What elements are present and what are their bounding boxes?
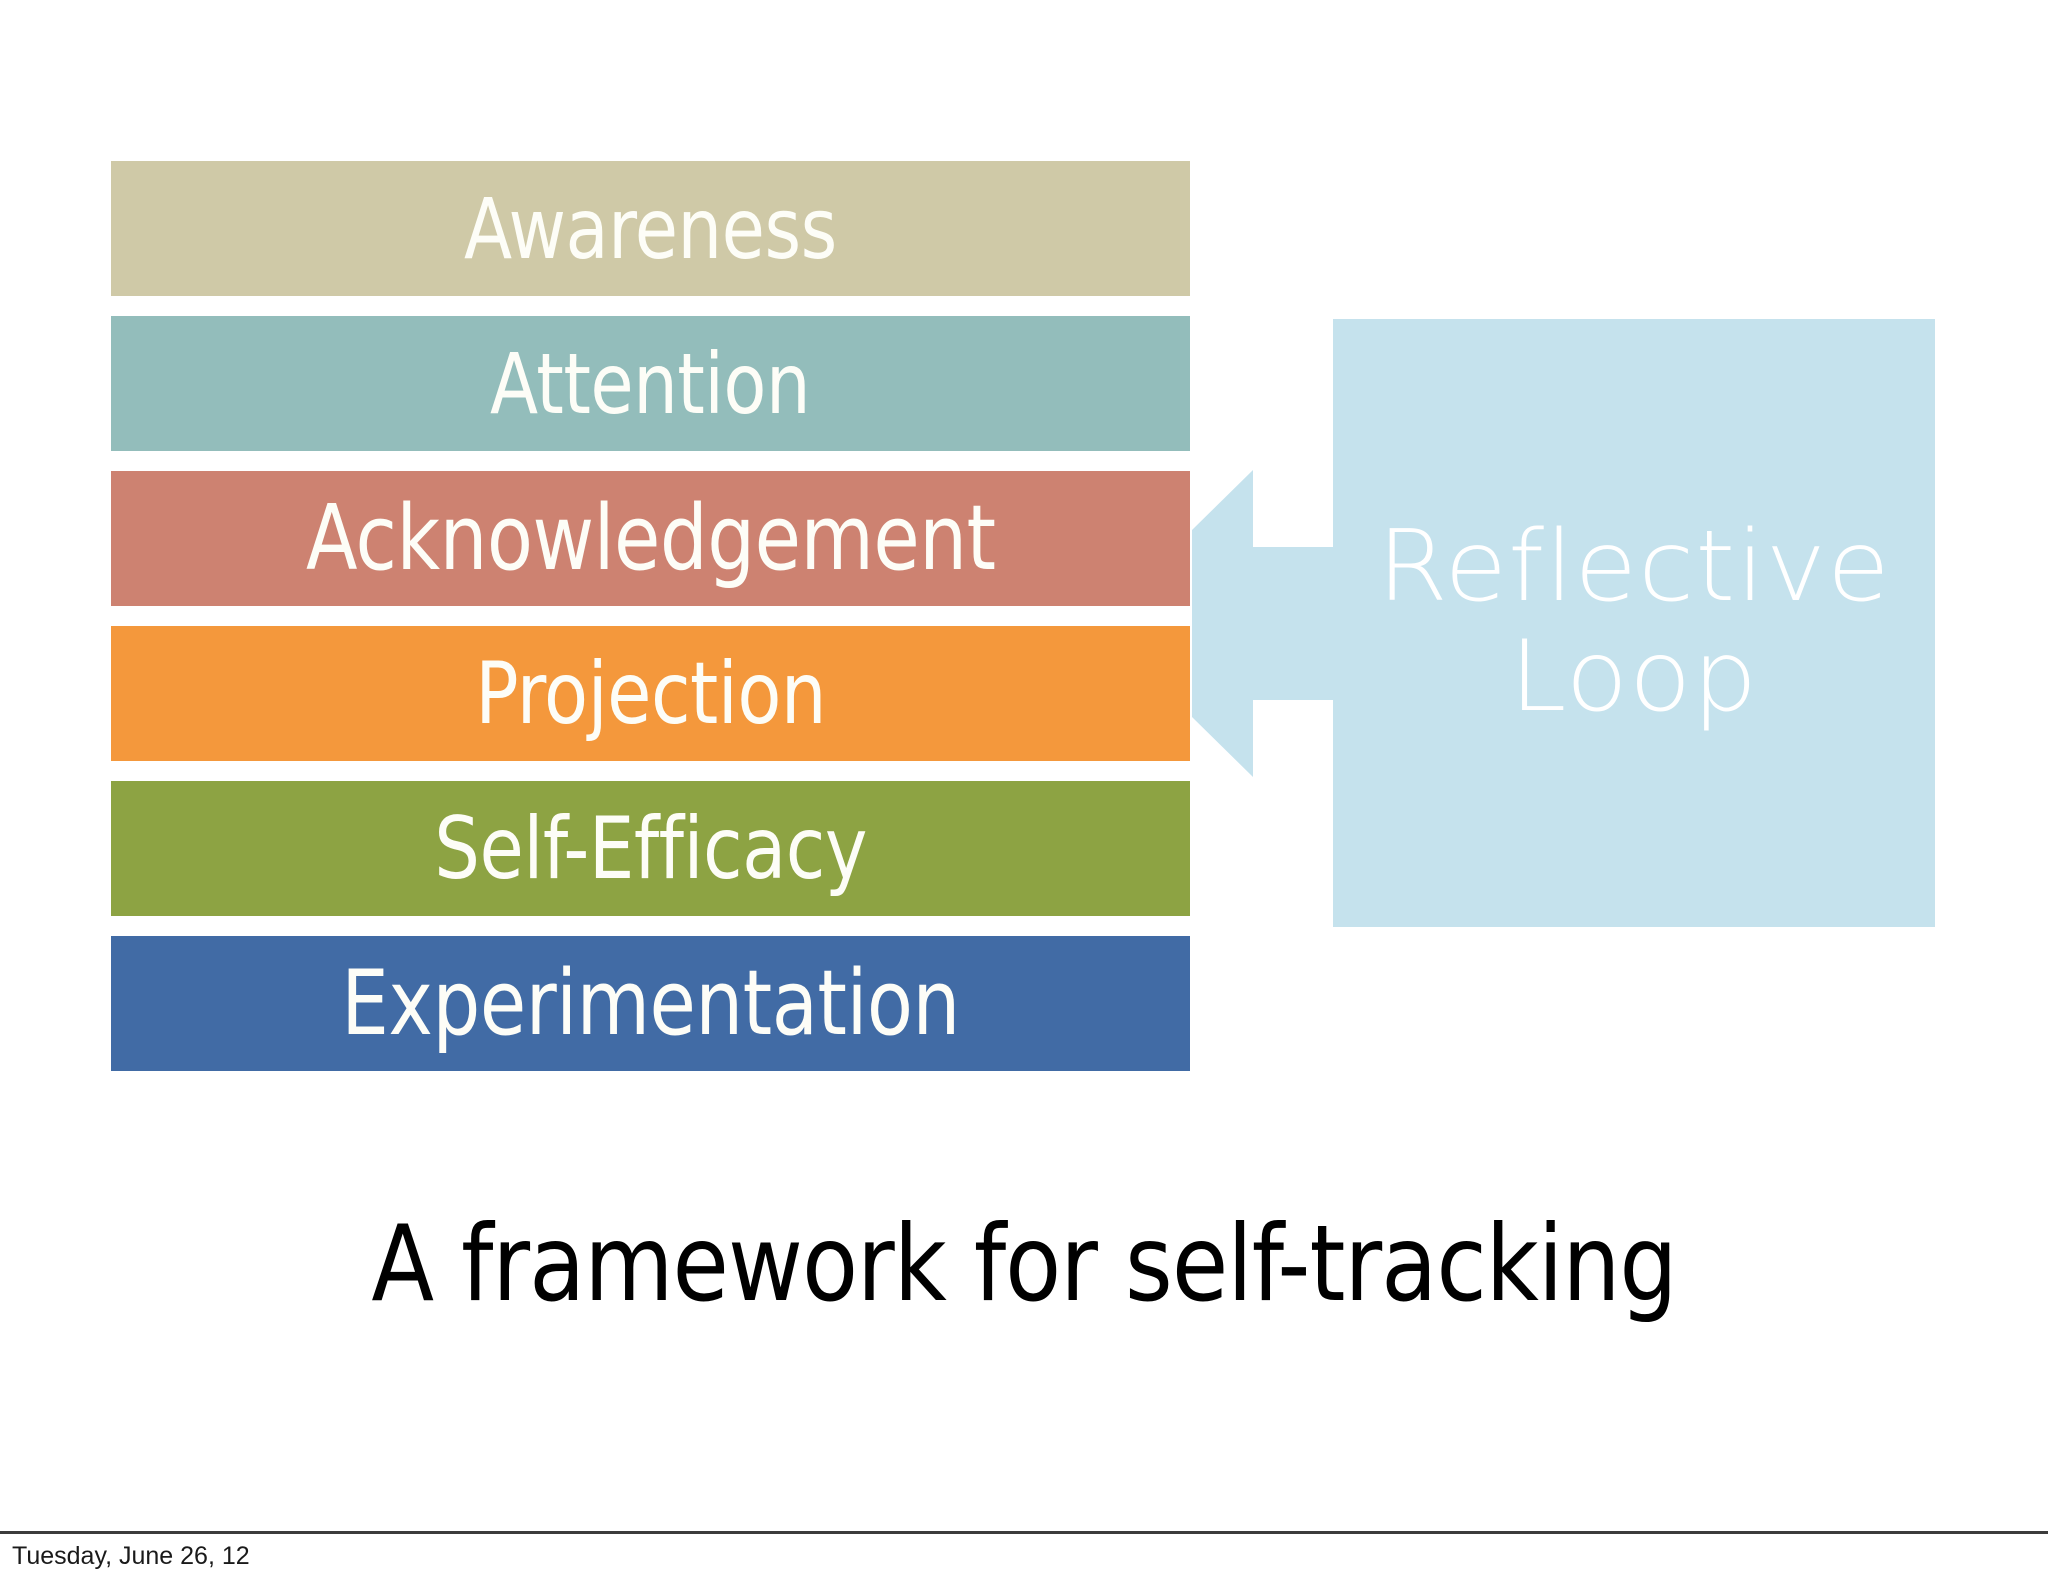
stage-bar-experimentation[interactable]: Experimentation [111, 936, 1190, 1071]
slide-footer-date: Tuesday, June 26, 12 [12, 1542, 250, 1570]
stage-bar-projection[interactable]: Projection [111, 626, 1190, 761]
stage-label-projection: Projection [475, 643, 826, 744]
framework-stage-stack: Awareness Attention Acknowledgement Proj… [111, 161, 1190, 1096]
slide-canvas: Reflective Loop Awareness Attention Ackn… [0, 161, 2048, 1534]
reflective-loop-panel: Reflective Loop [1333, 319, 1935, 927]
slide-caption: A framework for self-tracking [371, 1203, 1677, 1325]
reflective-loop-line-1: Reflective [1377, 510, 1891, 625]
reflective-loop-line-2: Loop [1509, 620, 1759, 734]
stage-bar-acknowledgement[interactable]: Acknowledgement [111, 471, 1190, 606]
stage-label-self-efficacy: Self-Efficacy [434, 798, 867, 899]
stage-label-acknowledgement: Acknowledgement [305, 485, 996, 591]
stage-label-experimentation: Experimentation [341, 950, 960, 1056]
stage-bar-self-efficacy[interactable]: Self-Efficacy [111, 781, 1190, 916]
stage-label-awareness: Awareness [464, 179, 837, 278]
stage-label-attention: Attention [490, 334, 811, 433]
stage-bar-awareness[interactable]: Awareness [111, 161, 1190, 296]
stage-bar-attention[interactable]: Attention [111, 316, 1190, 451]
reflective-loop-label: Reflective Loop [1377, 510, 1891, 734]
